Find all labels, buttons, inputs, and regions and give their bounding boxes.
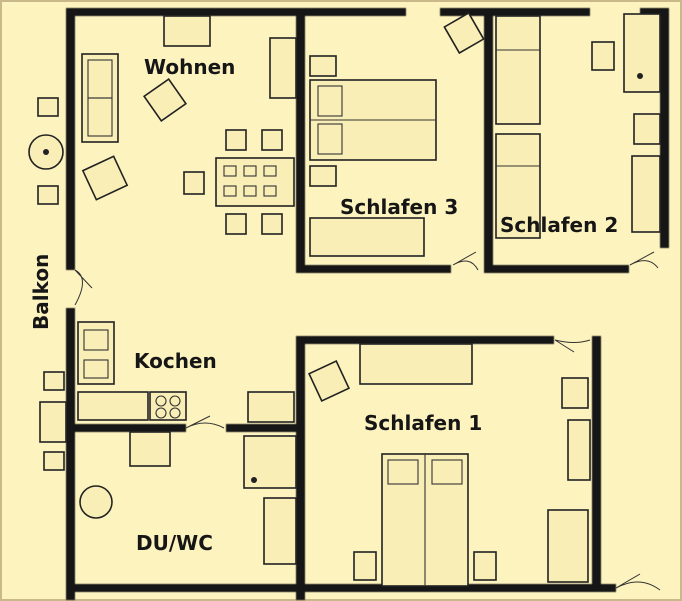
counter <box>77 391 149 421</box>
walls <box>66 8 669 600</box>
shelf <box>269 37 297 99</box>
dining-table <box>215 157 295 207</box>
schlafen2-furniture <box>495 13 661 239</box>
chair <box>225 213 247 235</box>
room-label-schlafen2: Schlafen 2 <box>500 213 618 237</box>
room-label-balkon: Balkon <box>29 254 53 330</box>
armchair <box>163 15 211 47</box>
room-label-schlafen1: Schlafen 1 <box>364 411 482 435</box>
toilet <box>79 485 113 519</box>
bed <box>495 15 541 125</box>
armchair <box>142 77 188 123</box>
bed <box>495 133 541 239</box>
wardrobe <box>359 343 473 385</box>
chair <box>261 129 283 151</box>
wardrobe <box>309 217 425 257</box>
door-swings <box>74 251 661 591</box>
armchair <box>308 360 350 402</box>
wohnen-furniture <box>81 15 297 235</box>
armchair <box>81 155 129 201</box>
room-label-kochen: Kochen <box>134 349 217 373</box>
wardrobe <box>631 155 661 233</box>
room-label-wohnen: Wohnen <box>144 55 235 79</box>
sink <box>129 431 171 467</box>
armchair <box>443 11 485 55</box>
schlafen1-furniture <box>308 343 591 587</box>
bathroom-furniture <box>79 431 297 565</box>
balkon-furniture <box>28 97 67 471</box>
desk <box>623 13 661 93</box>
stove <box>149 391 187 421</box>
shower <box>243 435 297 489</box>
chair <box>261 213 283 235</box>
chair <box>225 129 247 151</box>
room-label-schlafen3: Schlafen 3 <box>340 195 458 219</box>
chair <box>183 171 205 195</box>
schlafen3-furniture <box>309 11 485 257</box>
kochen-furniture <box>77 321 295 423</box>
room-label-du-wc: DU/WC <box>136 531 213 555</box>
